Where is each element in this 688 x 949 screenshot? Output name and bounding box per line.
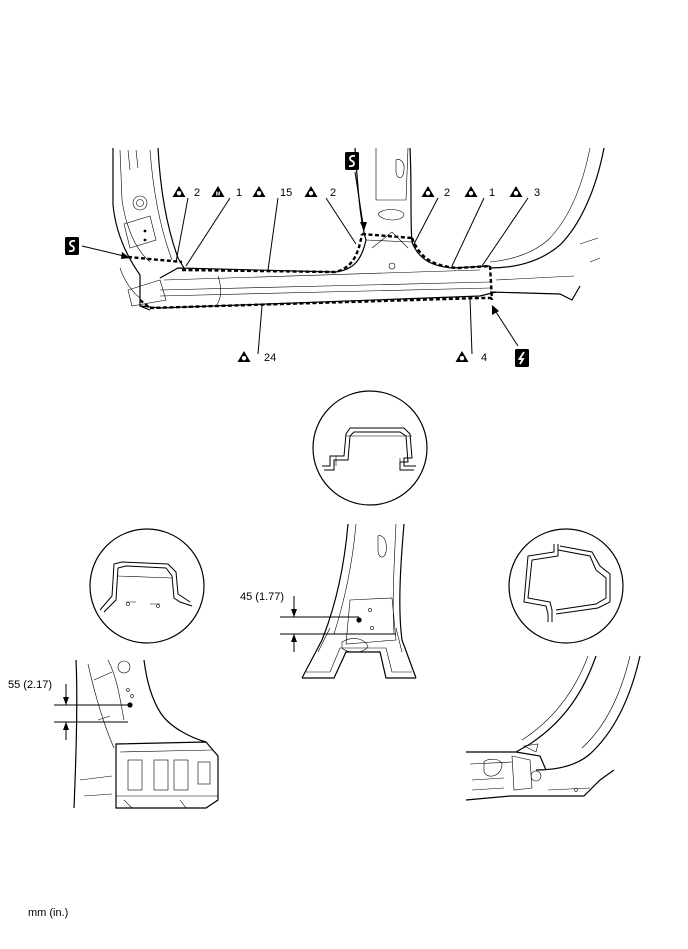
spot-weld-icon: [509, 186, 523, 197]
spot-weld-icon: [237, 351, 251, 362]
callout-group: 2 1 15 2 2 1 3 24 4: [64, 151, 540, 368]
callout-label: 15: [280, 187, 292, 199]
callout-label: 2: [444, 187, 450, 199]
spot-weld-icon: [455, 351, 469, 362]
callout-label: 1: [236, 187, 242, 199]
saw-cut-icon: [344, 151, 360, 171]
section-view-left: [89, 528, 205, 644]
callout-label: 1: [489, 187, 495, 199]
mig-weld-icon: [211, 186, 225, 198]
callout-label: 24: [264, 352, 276, 364]
rear-arch-detail: [465, 655, 641, 801]
callout-label: 4: [481, 352, 487, 364]
front-pillar-detail: 55 (2.17): [8, 659, 219, 809]
callout-label: 3: [534, 187, 540, 199]
spot-weld-icon: [421, 186, 435, 197]
section-view-right: [508, 528, 624, 644]
dimension-label: 45 (1.77): [240, 591, 284, 603]
saw-cut-icon: [64, 236, 80, 256]
rocker-overview: [112, 147, 605, 311]
spot-weld-icon: [464, 186, 478, 197]
callout-label: 2: [330, 187, 336, 199]
b-pillar-detail: 45 (1.77): [240, 523, 417, 679]
callout-label: 2: [194, 187, 200, 199]
spot-weld-icon: [172, 186, 186, 197]
spot-weld-icon: [304, 186, 318, 197]
section-view-top: [312, 390, 428, 506]
spot-weld-icon: [252, 186, 266, 197]
plasma-cut-icon: [514, 348, 530, 368]
unit-note: mm (in.): [28, 907, 69, 919]
dimension-label: 55 (2.17): [8, 679, 52, 691]
